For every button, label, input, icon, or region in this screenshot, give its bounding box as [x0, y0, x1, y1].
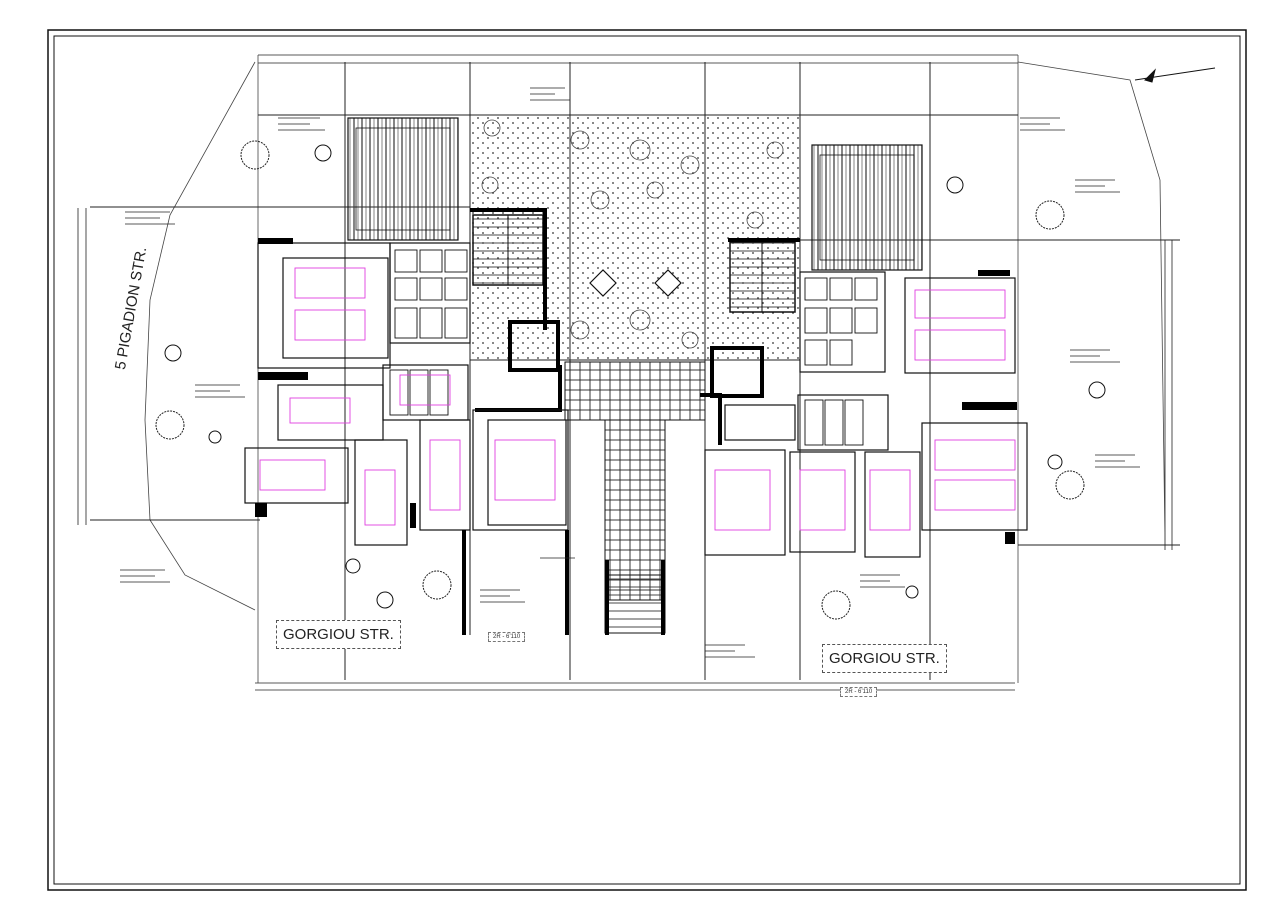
section-markers [164, 144, 1106, 609]
pergola-left [347, 117, 459, 241]
grid-paved-walkway [604, 419, 666, 601]
bathroom-cubicles-left [389, 249, 468, 416]
courtyard-axis-markers [589, 269, 682, 297]
entrance-steps [604, 574, 666, 634]
courtyard-shrubs [481, 119, 784, 349]
apartment-block-left [244, 242, 569, 546]
level-annotations [120, 87, 1140, 658]
black-wall-segments [255, 238, 1017, 635]
north-arrow-icon [1134, 67, 1216, 83]
apartment-block-right [704, 271, 1028, 558]
section-tag-right: 2R - 6’110 [840, 687, 878, 697]
staircase-right [729, 241, 796, 313]
street-label-gorgiou-left: GORGIOU STR. [276, 620, 401, 649]
pergola-right [811, 144, 923, 271]
dimension-lines [77, 54, 1173, 691]
section-tag-center: 2R - 6’110 [488, 632, 526, 642]
grid-paved-corridor [564, 361, 706, 421]
staircase-left [472, 214, 544, 286]
sheet-inner-frame [53, 35, 1241, 885]
furniture-outlines [259, 267, 1016, 531]
sheet-outer-frame [47, 29, 1247, 891]
plot-boundary [144, 55, 1166, 683]
trees [155, 140, 1085, 620]
street-label-gorgiou-right: GORGIOU STR. [822, 644, 947, 673]
bathroom-cubicles-right [804, 277, 878, 446]
